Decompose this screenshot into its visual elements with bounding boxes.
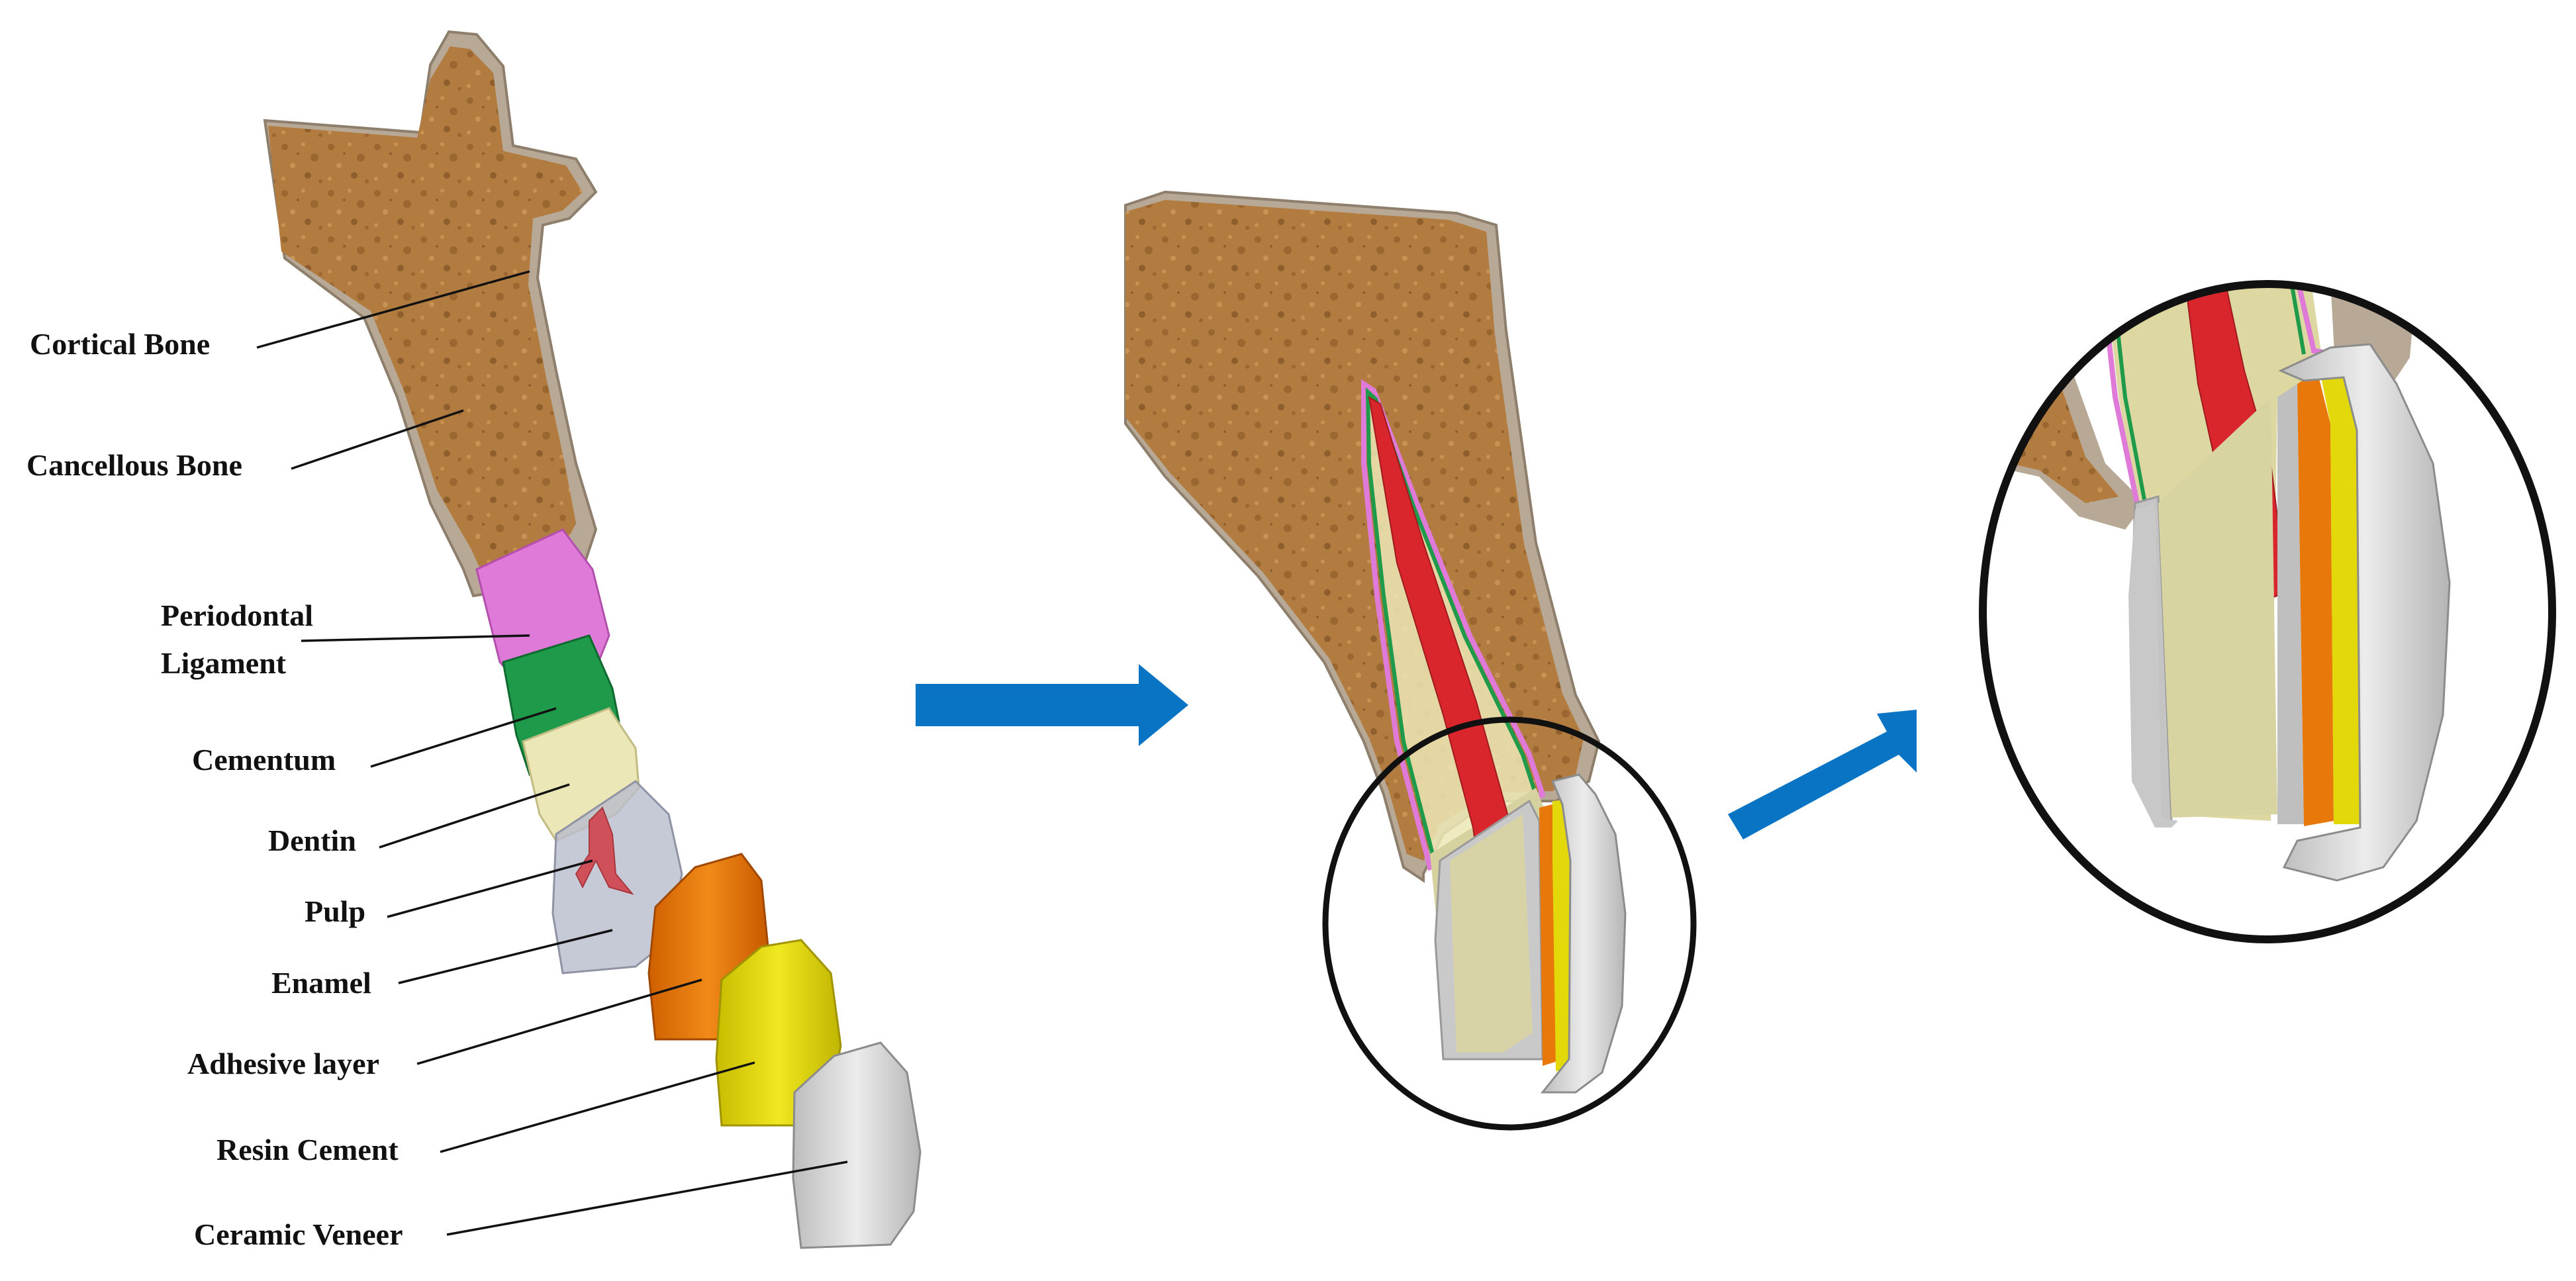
label-cancellous-bone: Cancellous Bone — [26, 448, 242, 482]
diagonal-arrow-icon — [1728, 710, 1917, 839]
assembled-section-model — [1125, 192, 1693, 1127]
leader-line-ceramic-veneer — [447, 1162, 847, 1235]
right-arrow-icon — [916, 664, 1188, 746]
label-enamel: Enamel — [271, 966, 371, 1000]
label-resin-cement: Resin Cement — [216, 1133, 399, 1166]
zoomed-detail-view — [1980, 278, 2555, 947]
label-ceramic-veneer: Ceramic Veneer — [194, 1217, 403, 1251]
label-cortical-bone: Cortical Bone — [30, 327, 210, 361]
label-periodontal-ligament-line1: Periodontal — [161, 598, 313, 632]
label-cementum: Cementum — [192, 743, 336, 777]
label-dentin: Dentin — [268, 824, 356, 857]
leader-line-resin-cement — [440, 1063, 755, 1152]
label-periodontal-ligament-line2: Ligament — [161, 646, 287, 680]
component-labels: Cortical Bone Cancellous Bone Periodonta… — [26, 327, 403, 1251]
label-pulp: Pulp — [305, 894, 365, 928]
label-adhesive-layer: Adhesive layer — [187, 1047, 379, 1080]
